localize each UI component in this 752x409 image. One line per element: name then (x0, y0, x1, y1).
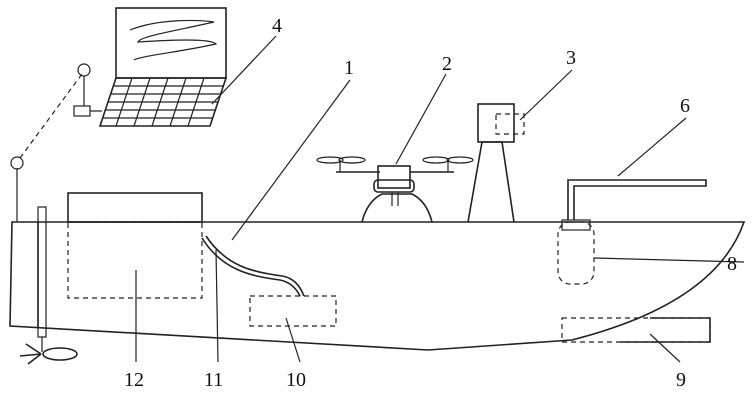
label-3: 3 (566, 47, 576, 69)
pipe-6 (567, 179, 707, 220)
pipe-11 (201, 237, 301, 297)
canister-8 (557, 221, 595, 285)
camera-3 (467, 103, 525, 223)
compartment-12 (67, 221, 203, 299)
label-8: 8 (727, 253, 737, 275)
label-12: 12 (124, 369, 144, 391)
label-10: 10 (286, 369, 306, 391)
sonar-9-solid (620, 317, 711, 343)
leader-lines (135, 35, 745, 363)
label-1: 1 (344, 57, 354, 79)
drone-2 (316, 156, 474, 223)
label-11: 11 (204, 369, 223, 391)
label-2: 2 (442, 53, 452, 75)
canister-8-cap (561, 219, 591, 231)
label-4: 4 (272, 15, 282, 37)
sonar-9 (561, 317, 711, 343)
pipe-11b (205, 235, 305, 297)
propeller (19, 337, 78, 365)
antenna-ball (10, 156, 24, 170)
label-9: 9 (676, 369, 686, 391)
compartment-10 (249, 295, 337, 327)
deck-housing (67, 192, 203, 223)
hull-outline (9, 221, 746, 351)
label-6: 6 (680, 95, 690, 117)
laptop-4 (73, 7, 228, 127)
wireless-link (19, 73, 83, 159)
stern-mast (37, 206, 47, 338)
